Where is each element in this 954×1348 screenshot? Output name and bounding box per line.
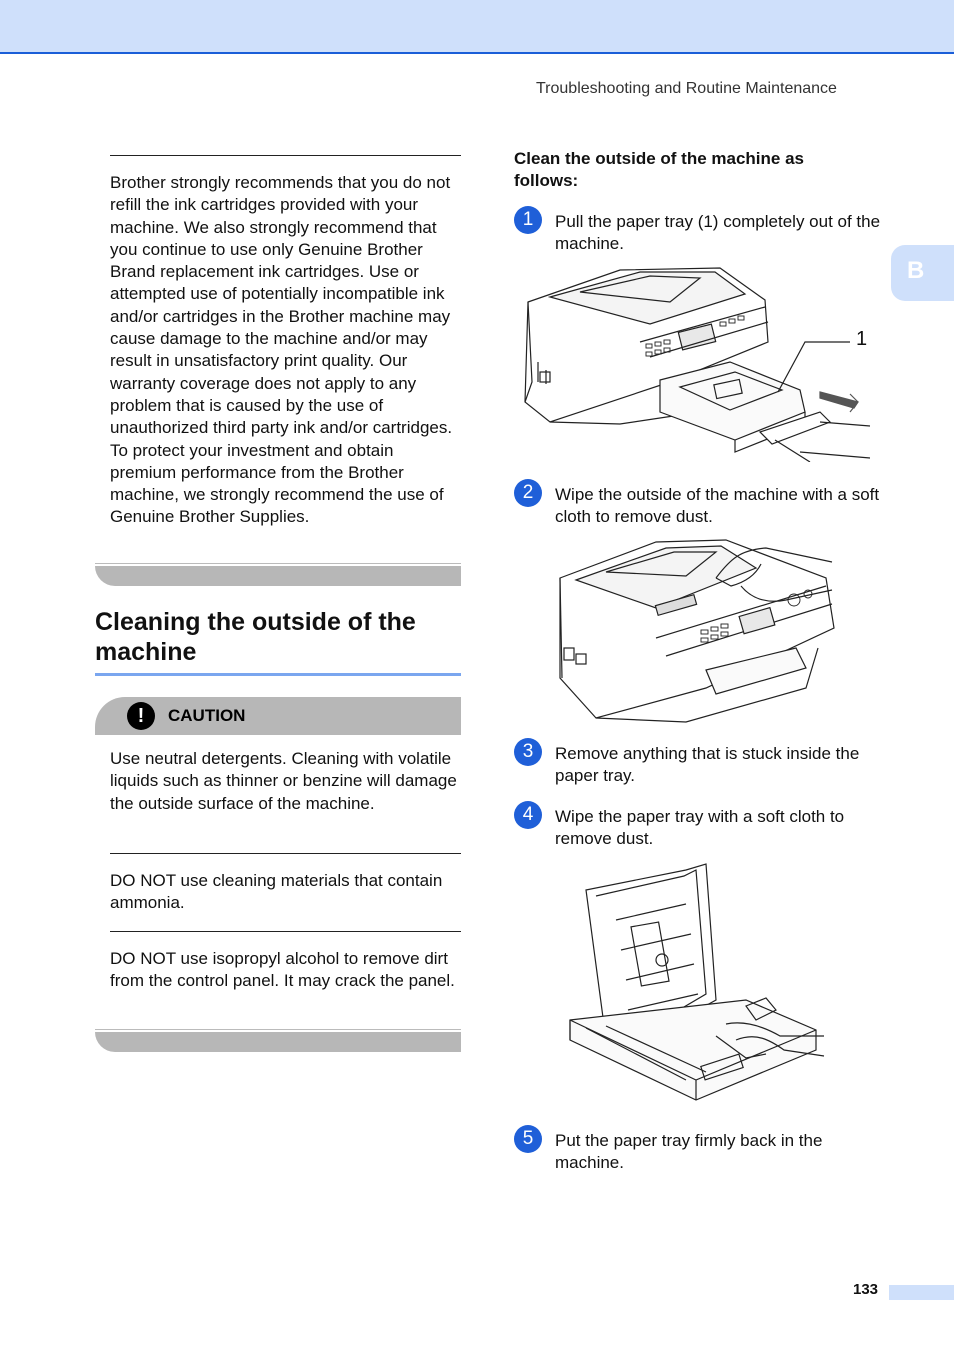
note-end-band [95,566,461,586]
step-text: Put the paper tray firmly back in the ma… [555,1131,823,1173]
step-text: Wipe the paper tray with a soft cloth to… [555,807,845,849]
step-number-badge: 5 [514,1125,542,1153]
step-text: Wipe the outside of the machine with a s… [555,485,880,527]
page-number: 133 [853,1281,879,1298]
caution-divider [110,931,461,932]
caution-item: DO NOT use cleaning materials that conta… [110,871,443,913]
caution-bottom-rule [95,1029,461,1030]
figure-pull-paper-tray [524,267,871,462]
caution-bar [95,697,461,735]
step-number-badge: 1 [514,206,542,234]
chapter-tab-label: B [907,257,925,284]
section-title-rule [95,673,461,676]
figure-wipe-paper-tray [569,863,825,1101]
instructions-heading: Clean the outside of the machine as foll… [514,149,805,190]
note-bottom-rule [95,563,461,564]
caution-label: CAUTION [168,706,246,725]
step-text: Pull the paper tray (1) completely out o… [555,212,881,254]
caution-end-band [95,1032,461,1052]
figure-wipe-machine [559,539,835,723]
caution-divider [110,853,461,854]
step-number-badge: 3 [514,738,542,766]
caution-item: Use neutral detergents. Cleaning with vo… [110,749,457,813]
step-number-badge: 2 [514,479,542,507]
page-number-bar [889,1285,954,1300]
step-number-badge: 4 [514,801,542,829]
note-paragraph: Brother strongly recommends that you do … [110,173,453,527]
figure-callout-label: 1 [856,328,868,350]
chapter-tab: B [891,245,954,301]
running-header: Troubleshooting and Routine Maintenance [536,80,837,97]
top-banner [0,0,954,54]
caution-exclamation-icon: ! [127,702,155,730]
section-title: Cleaning the outside of the machine [95,608,416,666]
step-text: Remove anything that is stuck inside the… [555,744,860,786]
caution-item: DO NOT use isopropyl alcohol to remove d… [110,949,455,991]
note-top-rule [110,155,461,156]
